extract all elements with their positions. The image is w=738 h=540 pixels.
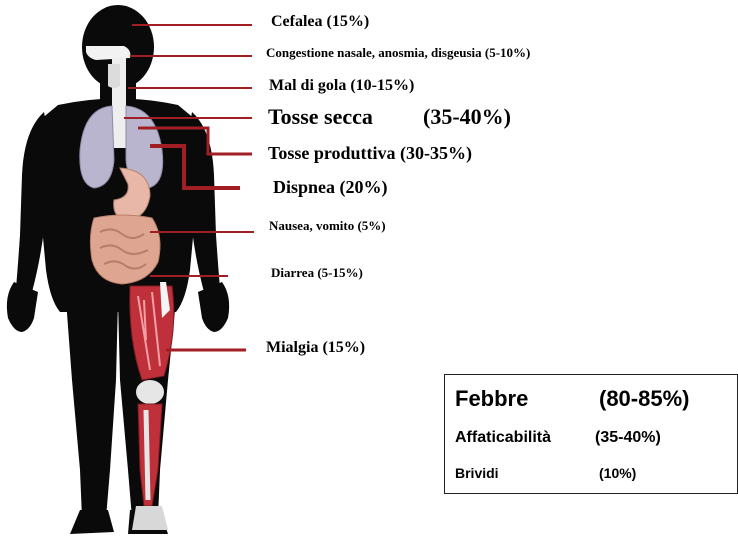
label-mialgia: Mialgia (15%) bbox=[266, 339, 366, 356]
label-congestione: Congestione nasale, anosmia, disgeusia (… bbox=[266, 45, 531, 60]
label-tosse-secca-pct: (35-40%) bbox=[423, 104, 511, 129]
leader-lines bbox=[124, 24, 254, 352]
brividi-name: Brividi bbox=[455, 465, 499, 481]
febbre-name: Febbre bbox=[455, 386, 529, 411]
label-tosse-produttiva: Tosse produttiva (30-35%) bbox=[268, 143, 473, 163]
label-cefalea: Cefalea (15%) bbox=[271, 13, 370, 30]
intestines bbox=[89, 214, 161, 285]
airway bbox=[86, 46, 131, 148]
affaticabilita-pct: (35-40%) bbox=[595, 429, 661, 446]
label-diarrea: Diarrea (5-15%) bbox=[271, 265, 363, 280]
label-dispnea: Dispnea (20%) bbox=[273, 177, 388, 197]
leg-muscles bbox=[129, 282, 175, 530]
general-symptoms-box: Febbre (80-85%) Affaticabilità (35-40%) … bbox=[444, 374, 738, 494]
leader-tosse-produttiva bbox=[138, 126, 252, 156]
febbre-pct: (80-85%) bbox=[599, 386, 690, 411]
affaticabilita-name: Affaticabilità bbox=[455, 429, 552, 446]
label-tosse-secca-name: Tosse secca bbox=[268, 104, 373, 129]
label-mal-di-gola: Mal di gola (10-15%) bbox=[269, 77, 415, 94]
brividi-pct: (10%) bbox=[599, 465, 637, 481]
leader-dispnea bbox=[150, 144, 240, 190]
label-nausea: Nausea, vomito (5%) bbox=[269, 218, 386, 233]
